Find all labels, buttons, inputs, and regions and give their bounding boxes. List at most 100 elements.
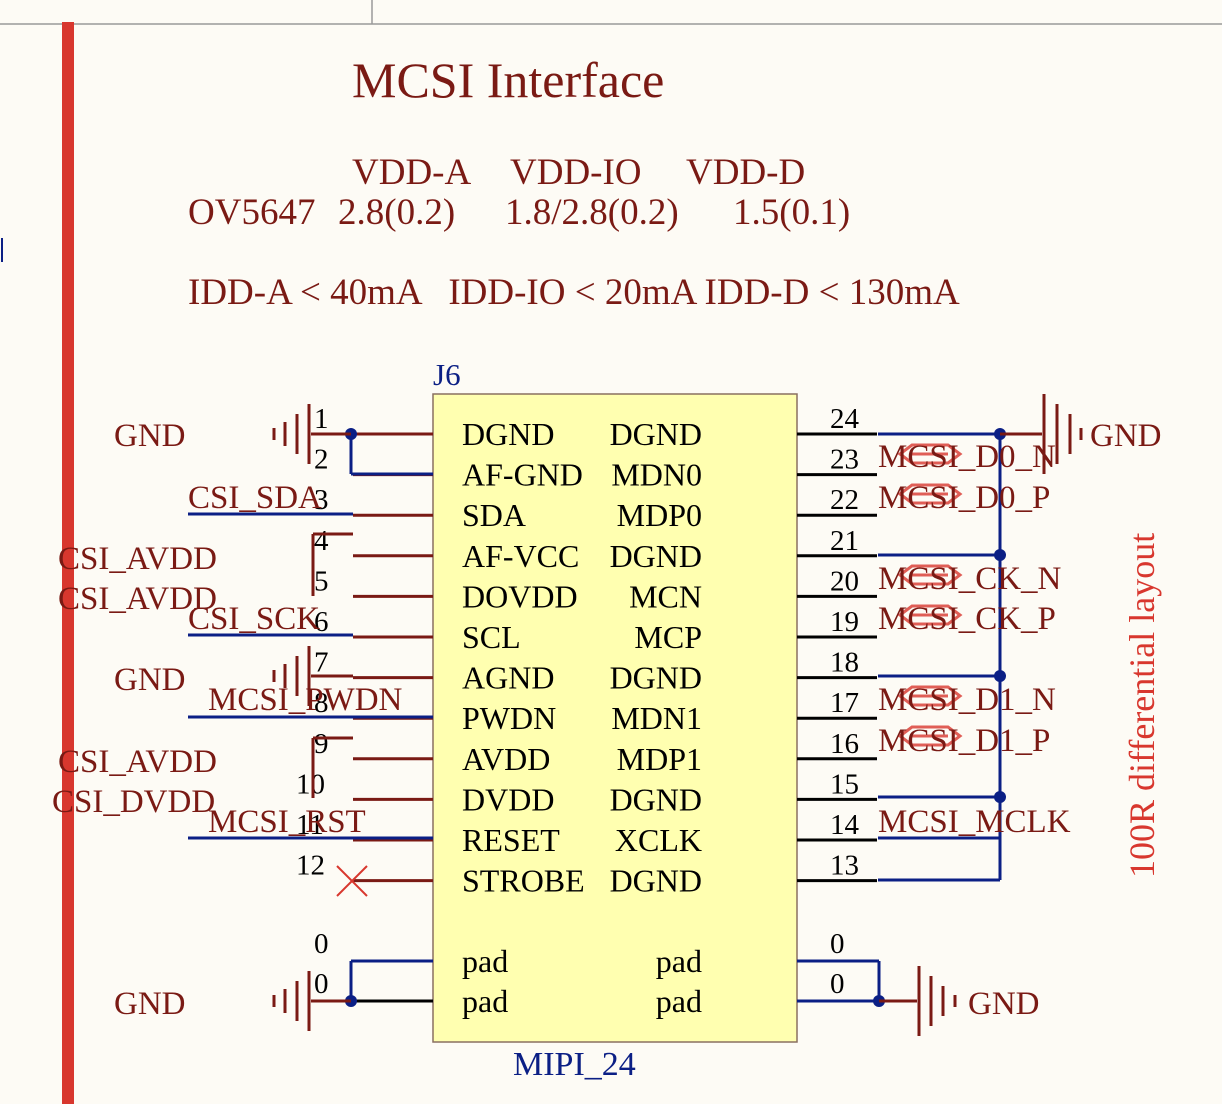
- pin-name-right: MCP: [634, 619, 702, 655]
- pin-number-right: 24: [830, 403, 860, 435]
- net-label-mcsi-d0-n: MCSI_D0_N: [878, 439, 1056, 475]
- pin-name-right: MDN1: [611, 700, 702, 736]
- pin-name-right: DGND: [610, 416, 702, 452]
- net-label-csi-dvdd: CSI_DVDD: [52, 784, 215, 820]
- pin-number-right: 16: [830, 728, 859, 760]
- net-label-mcsi-d1-p: MCSI_D1_P: [878, 723, 1050, 759]
- component-designator: J6: [433, 357, 461, 392]
- pin-number-left: 12: [296, 850, 325, 882]
- diff-pair-markers: [897, 443, 963, 747]
- page-title: MCSI Interface: [352, 52, 664, 108]
- pin-name-left: SDA: [462, 497, 526, 533]
- supply-vdd-a-value: 2.8(0.2): [338, 192, 455, 233]
- pin-name-right: DGND: [610, 538, 702, 574]
- net-label-gnd-right-top: GND: [1090, 418, 1162, 454]
- net-label-gnd-left-pad: GND: [114, 986, 186, 1022]
- no-connect-marker: [336, 865, 368, 897]
- pad-number-left: 0: [314, 968, 329, 1000]
- pin-name-left: RESET: [462, 822, 560, 858]
- pin-name-right: MDP1: [617, 741, 702, 777]
- pin-name-right: MCN: [629, 578, 702, 614]
- junction-dot: [994, 791, 1006, 803]
- pin-number-left: 5: [314, 565, 329, 597]
- gnd-symbol-right-top: [1000, 394, 1083, 474]
- gnd-symbol-left-pad: [272, 971, 351, 1031]
- net-label-mcsi-ck-p: MCSI_CK_P: [878, 601, 1056, 637]
- net-label-mcsi-rst: MCSI_RST: [208, 804, 366, 840]
- pin-number-left: 9: [314, 728, 329, 760]
- supply-vdd-io-value: 1.8/2.8(0.2): [505, 192, 679, 233]
- pin-number-left: 3: [314, 484, 329, 516]
- pin-number-left: 8: [314, 687, 329, 719]
- pin-number-left: 11: [296, 809, 324, 841]
- no-connect-stroke: [336, 865, 368, 897]
- pin-number-right: 20: [830, 565, 859, 597]
- gnd-symbol-left-top: [272, 404, 351, 464]
- pin-name-left: STROBE: [462, 863, 585, 899]
- pad-name-right: pad: [656, 983, 702, 1019]
- gnd-symbol-right-pad: [879, 966, 957, 1036]
- pad-number-right: 0: [830, 928, 845, 960]
- wiring: [188, 432, 1002, 1003]
- connector-body: [432, 393, 798, 1043]
- net-label-csi-sda: CSI_SDA: [188, 480, 322, 516]
- diff-pair-marker: [897, 725, 963, 747]
- diff-pair-marker: [897, 483, 963, 505]
- pin-number-right: 22: [830, 484, 859, 516]
- pin-number-right: 18: [830, 647, 859, 679]
- pin-number-left: 2: [314, 444, 329, 476]
- pad-number-right: 0: [830, 968, 845, 1000]
- net-label-mcsi-d0-p: MCSI_D0_P: [878, 480, 1050, 516]
- net-label-mcsi-pwdn: MCSI_PWDN: [208, 682, 403, 718]
- pin-number-left: 4: [314, 525, 329, 557]
- component-value: MIPI_24: [513, 1046, 636, 1083]
- supply-header-vdd-d: VDD-D: [686, 152, 805, 193]
- supply-header-vdd-a: VDD-A: [352, 152, 471, 193]
- net-label-gnd-left-mid: GND: [114, 662, 186, 698]
- net-label-mcsi-d1-n: MCSI_D1_N: [878, 682, 1056, 718]
- pin-number-right: 15: [830, 768, 859, 800]
- pin-name-left: DOVDD: [462, 578, 578, 614]
- pin-number-right: 14: [830, 809, 860, 841]
- pin-name-right: MDP0: [617, 497, 702, 533]
- supply-part: OV5647: [188, 192, 315, 233]
- pin-number-right: 21: [830, 525, 859, 557]
- net-label-mcsi-ck-n: MCSI_CK_N: [878, 561, 1062, 597]
- pin-number-right: 19: [830, 606, 859, 638]
- pin-number-right: 17: [830, 687, 859, 719]
- supply-header-vdd-io: VDD-IO: [510, 152, 642, 193]
- diff-pair-marker: [897, 685, 963, 707]
- pin-name-left: AF-GND: [462, 457, 583, 493]
- pad-number-left: 0: [314, 928, 329, 960]
- pin-name-right: DGND: [610, 863, 702, 899]
- pad-name-right: pad: [656, 943, 702, 979]
- diff-pair-marker: [897, 443, 963, 465]
- pin-name-right: MDN0: [611, 457, 702, 493]
- net-label-mcsi-mclk: MCSI_MCLK: [878, 804, 1071, 840]
- pin-name-right: DGND: [610, 660, 702, 696]
- diff-pair-marker: [897, 604, 963, 626]
- pin-name-left: DGND: [462, 416, 554, 452]
- sheet-separator-bar: [62, 22, 74, 1104]
- pin-name-left: SCL: [462, 619, 521, 655]
- power-port-stubs: [311, 532, 353, 798]
- pin-name-left: AVDD: [462, 741, 550, 777]
- sheet-border: [0, 0, 1222, 262]
- current-limits: IDD-A < 40mA IDD-IO < 20mA IDD-D < 130mA: [188, 272, 960, 313]
- pin-number-left: 10: [296, 768, 325, 800]
- gnd-symbol-left-mid: [272, 646, 353, 706]
- pin-number-left: 7: [314, 647, 329, 679]
- net-label-csi-avdd-3: CSI_AVDD: [58, 744, 217, 780]
- pad-name-left: pad: [462, 983, 508, 1019]
- pin-number-left: 6: [314, 606, 329, 638]
- net-label-csi-avdd-1: CSI_AVDD: [58, 541, 217, 577]
- diff-pair-marker: [897, 564, 963, 586]
- pin-name-left: DVDD: [462, 781, 554, 817]
- pin-name-right: DGND: [610, 781, 702, 817]
- supply-vdd-d-value: 1.5(0.1): [733, 192, 850, 233]
- pin-number-right: 23: [830, 444, 859, 476]
- pad-name-left: pad: [462, 943, 508, 979]
- net-label-gnd-left-top: GND: [114, 418, 186, 454]
